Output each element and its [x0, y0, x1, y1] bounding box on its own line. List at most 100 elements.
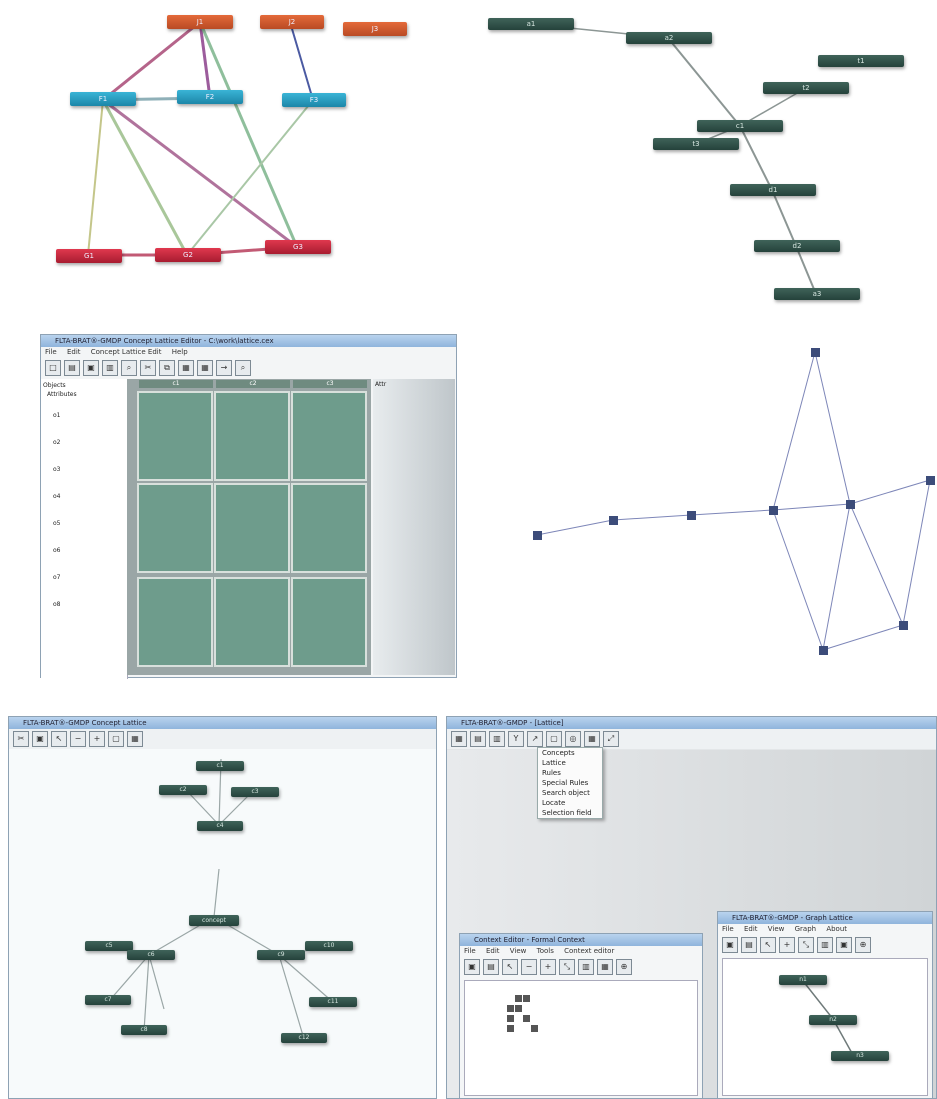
tree-item[interactable]: o2	[53, 439, 61, 446]
connect-icon[interactable]: ⤡	[559, 959, 575, 975]
matrix-cell[interactable]	[137, 577, 213, 667]
tree-item[interactable]: o8	[53, 601, 61, 608]
zoom-out-icon[interactable]: −	[521, 959, 537, 975]
lattice-node[interactable]: c11	[309, 997, 357, 1007]
menu-file[interactable]: File	[45, 348, 57, 356]
arrow-icon[interactable]: →	[216, 360, 232, 376]
matrix-cell[interactable]	[214, 483, 290, 573]
chart-icon[interactable]: ▥	[817, 937, 833, 953]
menu-about[interactable]: About	[826, 925, 848, 933]
menu-file[interactable]: File	[464, 947, 476, 955]
grid-cell[interactable]	[515, 1005, 522, 1012]
paste-icon[interactable]: ▦	[178, 360, 194, 376]
add-icon[interactable]: ⊕	[616, 959, 632, 975]
tree-item[interactable]: o6	[53, 547, 61, 554]
lattice-node[interactable]: c4	[197, 821, 243, 831]
save-icon[interactable]: ▣	[83, 360, 99, 376]
grid-cell[interactable]	[523, 1015, 530, 1022]
matrix-cell[interactable]	[291, 483, 367, 573]
connect-icon[interactable]: ⤡	[798, 937, 814, 953]
table-icon[interactable]: ▦	[597, 959, 613, 975]
menu-item-concepts[interactable]: Concepts	[542, 749, 575, 757]
pointer-icon[interactable]: ↖	[502, 959, 518, 975]
filter-icon[interactable]: Y	[508, 731, 524, 747]
menu-help[interactable]: Help	[171, 348, 188, 356]
lattice-node[interactable]: c3	[231, 787, 279, 797]
zoom-icon[interactable]: +	[779, 937, 795, 953]
pointer-icon[interactable]: ↗	[527, 731, 543, 747]
zoom-in-icon[interactable]: +	[540, 959, 556, 975]
menu-item-special-rules[interactable]: Special Rules	[542, 779, 589, 787]
menu-lattice[interactable]: Concept Lattice Edit	[90, 348, 162, 356]
cut-icon[interactable]: ✂	[140, 360, 156, 376]
menu-graph[interactable]: Graph	[794, 925, 817, 933]
menu-view[interactable]: View	[767, 925, 785, 933]
menu-edit[interactable]: Edit	[66, 348, 81, 356]
graph-lattice-node[interactable]: n3	[831, 1051, 889, 1061]
menu-item-search-object[interactable]: Search object	[542, 789, 590, 797]
menu-context-editor[interactable]: Context editor	[564, 947, 615, 955]
menu-item-lattice[interactable]: Lattice	[542, 759, 566, 767]
grid-cell[interactable]	[515, 995, 522, 1002]
chart-icon[interactable]: ▥	[578, 959, 594, 975]
matrix-cell[interactable]	[291, 577, 367, 667]
zoom-out-icon[interactable]: −	[70, 731, 86, 747]
pointer-icon[interactable]: ↖	[760, 937, 776, 953]
lattice-node[interactable]: c6	[127, 950, 175, 960]
menu-edit[interactable]: Edit	[485, 947, 500, 955]
tree-item[interactable]: o5	[53, 520, 61, 527]
pointer-icon[interactable]: ↖	[51, 731, 67, 747]
menu-item-rules[interactable]: Rules	[542, 769, 561, 777]
save-icon[interactable]: ▣	[464, 959, 480, 975]
cut-icon[interactable]: ✂	[13, 731, 29, 747]
grid-cell[interactable]	[507, 1015, 514, 1022]
tiles-icon[interactable]: ▦	[584, 731, 600, 747]
tree-item[interactable]: Attributes	[47, 391, 77, 398]
lattice-node[interactable]: c8	[121, 1025, 167, 1035]
zoom-in-icon[interactable]: +	[89, 731, 105, 747]
graph-lattice-node[interactable]: n2	[809, 1015, 857, 1025]
new-icon[interactable]: □	[45, 360, 61, 376]
grid-cell[interactable]	[523, 995, 530, 1002]
zoom-icon[interactable]: ⌕	[121, 360, 137, 376]
lattice-node[interactable]: c1	[196, 761, 244, 771]
matrix-cell[interactable]	[214, 391, 290, 481]
menu-tools[interactable]: Tools	[536, 947, 554, 955]
grid-icon[interactable]: ▦	[451, 731, 467, 747]
grid-cell[interactable]	[507, 1005, 514, 1012]
print-icon[interactable]: ▣	[32, 731, 48, 747]
chart-icon[interactable]: ▥	[489, 731, 505, 747]
lattice-node[interactable]: c2	[159, 785, 207, 795]
lattice-node[interactable]: c7	[85, 995, 131, 1005]
menu-file[interactable]: File	[722, 925, 734, 933]
window-icon[interactable]: ▢	[546, 731, 562, 747]
lattice-node[interactable]: c5	[85, 941, 133, 951]
print-icon[interactable]: ▥	[102, 360, 118, 376]
tree-item[interactable]: o1	[53, 412, 61, 419]
print-icon[interactable]: ▤	[483, 959, 499, 975]
print-icon[interactable]: ▤	[741, 937, 757, 953]
fit-icon[interactable]: ▢	[108, 731, 124, 747]
graph-lattice-node[interactable]: n1	[779, 975, 827, 985]
tree-item[interactable]: o4	[53, 493, 61, 500]
grid-icon[interactable]: ▦	[127, 731, 143, 747]
lattice-node[interactable]: c12	[281, 1033, 327, 1043]
open-icon[interactable]: ▤	[64, 360, 80, 376]
layout-icon[interactable]: ▤	[470, 731, 486, 747]
matrix-cell[interactable]	[137, 483, 213, 573]
grid-icon[interactable]: ▦	[197, 360, 213, 376]
lattice-node[interactable]: c9	[257, 950, 305, 960]
tree-root[interactable]: Objects	[43, 382, 66, 389]
grid-cell[interactable]	[531, 1025, 538, 1032]
print-icon[interactable]: ▣	[836, 937, 852, 953]
tree-item[interactable]: o7	[53, 574, 61, 581]
matrix-cell[interactable]	[214, 577, 290, 667]
menu-view[interactable]: View	[509, 947, 527, 955]
menu-item-selection-field[interactable]: Selection field	[542, 809, 592, 817]
lattice-node[interactable]: c10	[305, 941, 353, 951]
search-icon[interactable]: ⌕	[235, 360, 251, 376]
matrix-cell[interactable]	[137, 391, 213, 481]
expand-icon[interactable]: ⤢	[603, 731, 619, 747]
globe-icon[interactable]: ◎	[565, 731, 581, 747]
matrix-cell[interactable]	[291, 391, 367, 481]
